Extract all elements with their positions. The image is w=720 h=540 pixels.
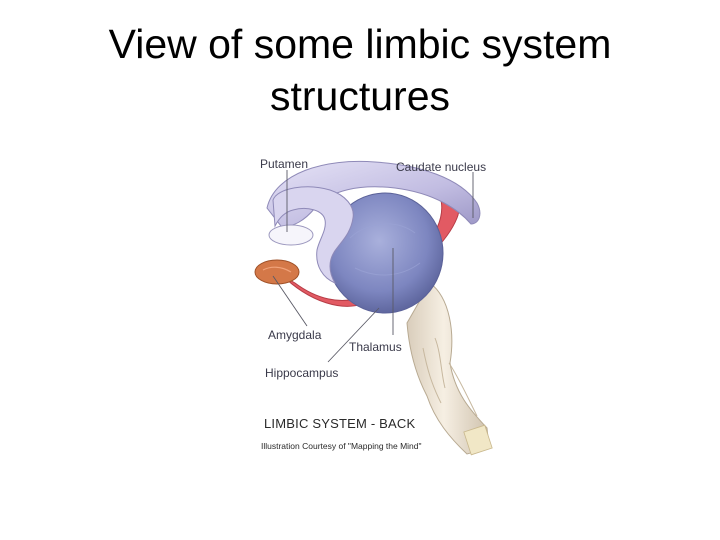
slide-title: View of some limbic system structures (0, 18, 720, 122)
label-thalamus: Thalamus (349, 340, 402, 354)
limbic-system-illustration: Putamen Caudate nucleus Amygdala Thalamu… (245, 148, 510, 463)
label-putamen: Putamen (260, 157, 308, 171)
amygdala-shape (254, 259, 300, 285)
label-amygdala: Amygdala (268, 328, 322, 342)
label-hippocampus: Hippocampus (265, 366, 338, 380)
putamen-cut-surface (268, 224, 314, 246)
slide-title-line-1: View of some limbic system (108, 21, 612, 67)
putamen-shape (272, 186, 354, 285)
limbic-system-drawing: Putamen Caudate nucleus Amygdala Thalamu… (254, 157, 493, 456)
caption-limbic-system-back: LIMBIC SYSTEM - BACK (264, 416, 415, 431)
label-caudate-nucleus: Caudate nucleus (396, 160, 486, 174)
illustration-credit: Illustration Courtesy of "Mapping the Mi… (261, 441, 422, 451)
slide-title-line-2: structures (270, 73, 450, 119)
